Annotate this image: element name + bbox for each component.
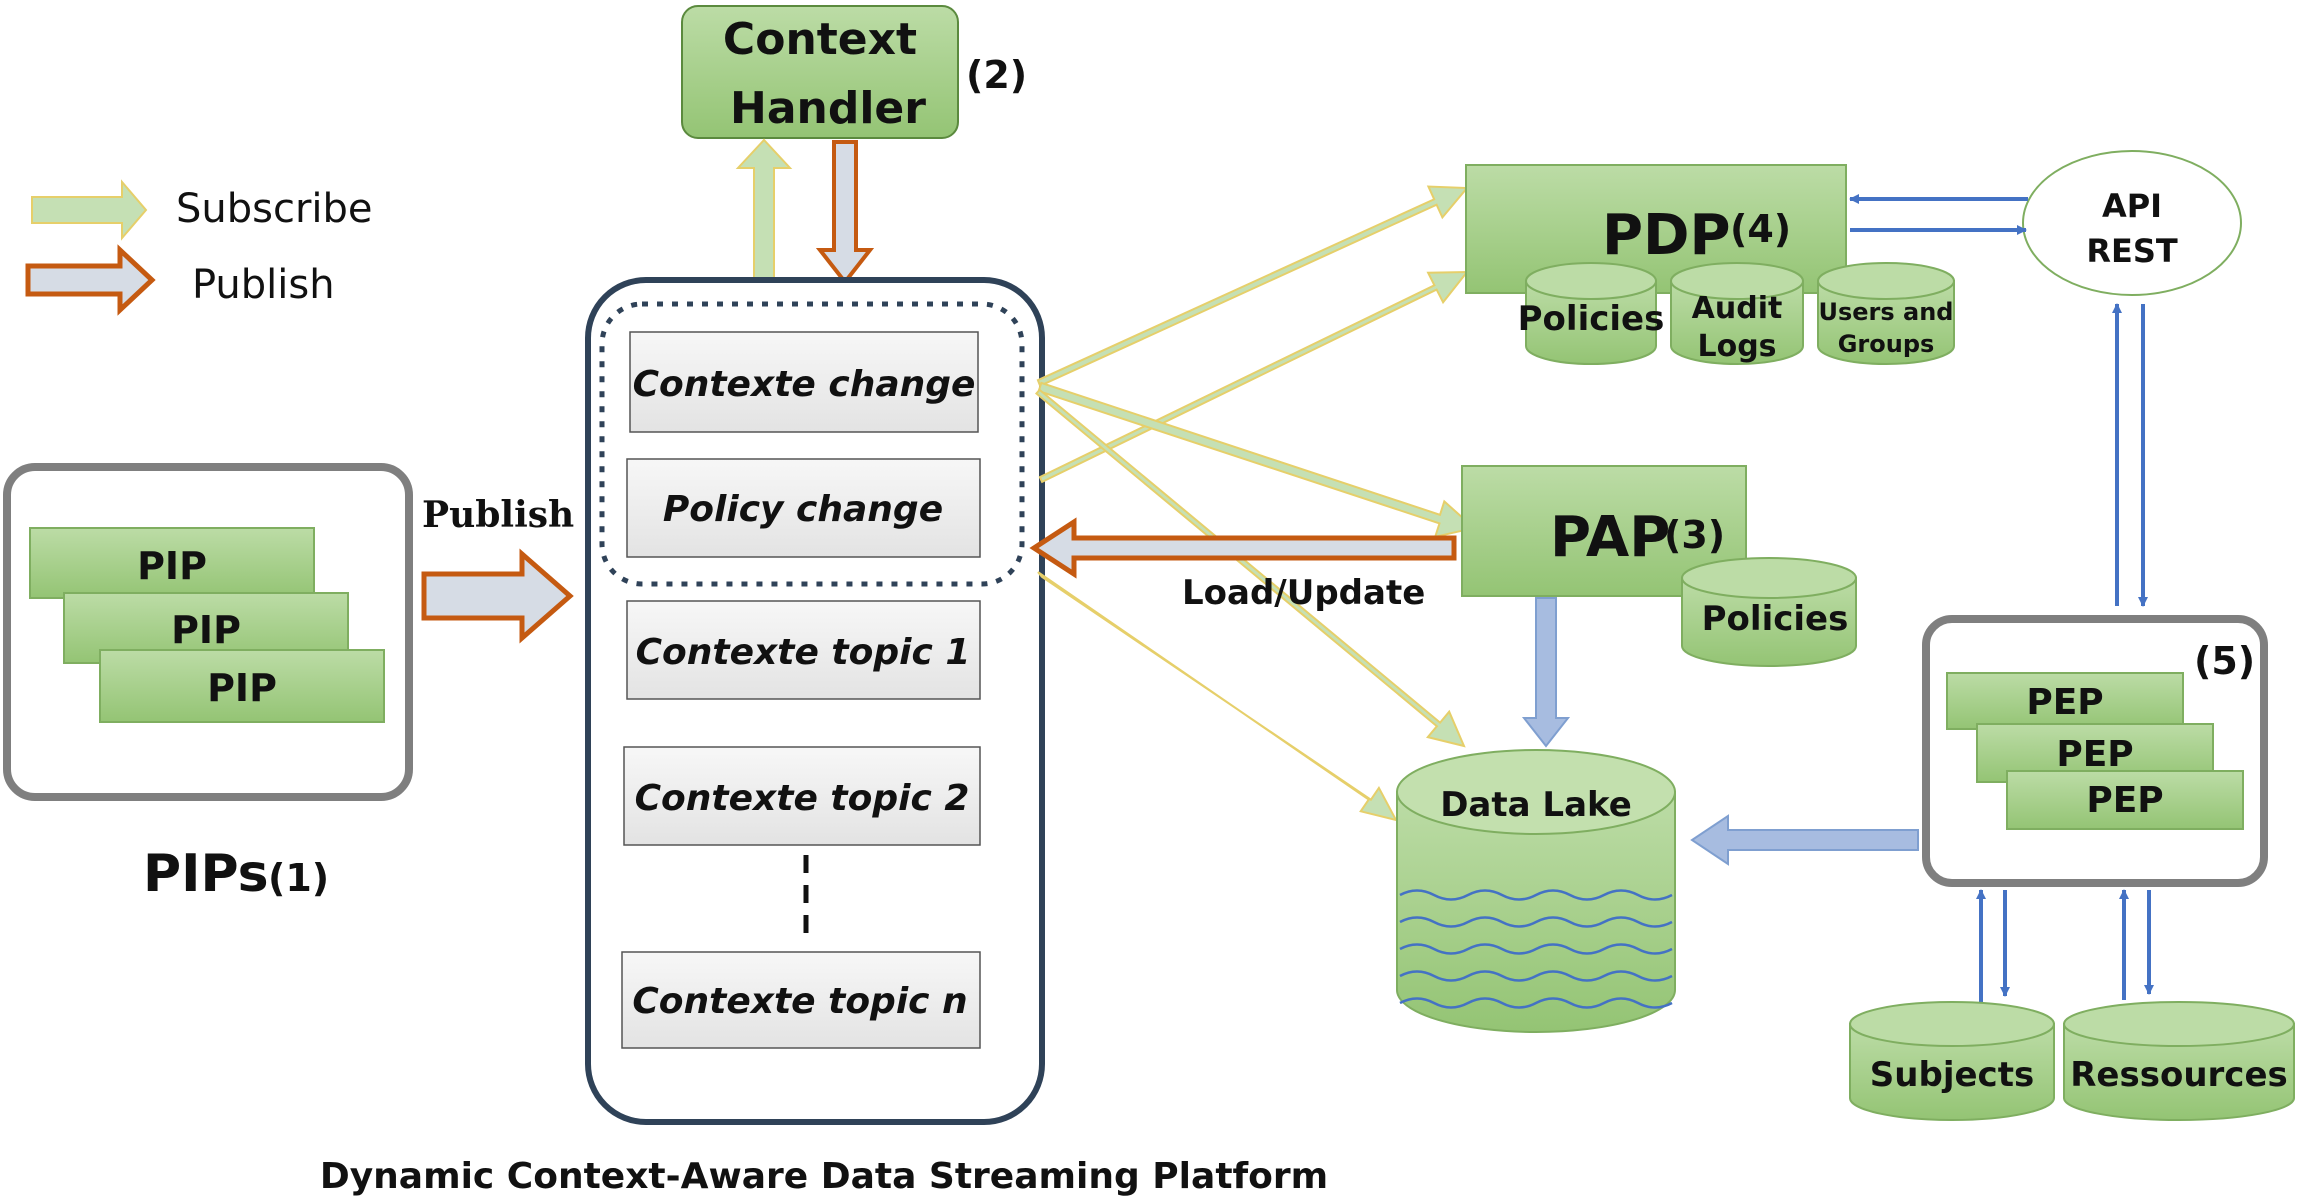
publish-legend-label: Publish: [192, 262, 335, 308]
peps-group: (5) PEP PEP PEP: [1922, 615, 2268, 887]
context-handler-box: [681, 5, 959, 139]
resources-store-top: [2063, 1001, 2295, 1047]
pep-card-1: [1946, 672, 2184, 730]
topic-contexte-topic-n-label: Contexte topic n: [632, 981, 967, 1022]
pip-card-1-label: PIP: [137, 544, 207, 588]
context-handler-title-line2: Handler: [730, 83, 926, 134]
subscribe-arrows-platform: [1034, 185, 1477, 822]
resources-store: [2063, 1023, 2295, 1121]
topic-contexte-change-label: Contexte change: [633, 364, 976, 405]
topic-contexte-topic-1-label: Contexte topic 1: [636, 632, 971, 673]
api-rest-line1: API: [2102, 187, 2162, 225]
subscribe-arrow-contexte-change-to-pdp: [1036, 185, 1470, 388]
pdp-title: PDP: [1602, 203, 1731, 268]
topic-box-contexte-topic-n: [621, 951, 981, 1049]
api-rest: API REST: [2022, 150, 2242, 296]
topic-box-contexte-topic-1: [626, 600, 981, 700]
pips-number: (1): [268, 856, 329, 900]
pdp-users-groups-store-top: [1817, 262, 1955, 300]
pap-policies-label: Policies: [1702, 599, 1849, 639]
data-lake-label: Data Lake: [1440, 785, 1632, 825]
topic-contexte-topic-2-label: Contexte topic 2: [635, 778, 970, 819]
resources-label: Ressources: [2070, 1055, 2288, 1095]
subscribe-arrow-contexte-change-to-data-lake: [1034, 388, 1466, 748]
topic-policy-change-label: Policy change: [663, 489, 943, 530]
pdp-audit-logs-store: [1670, 280, 1804, 365]
context-handler: Context Handler (2): [681, 5, 1027, 139]
context-handler-title-line1: Context: [723, 14, 917, 65]
blue-connectors: [1849, 194, 2154, 1002]
publish-arrow-from-context-handler: [815, 140, 875, 286]
data-lake-waves: [1399, 889, 1673, 1009]
pips-caption: PIPs: [143, 844, 269, 904]
pips-group: PIP PIP PIP PIPs (1): [3, 463, 413, 904]
publish-arrow-pips-to-platform: [421, 548, 574, 644]
pips-publish-label: Publish: [422, 494, 574, 536]
subjects-store-top: [1849, 1001, 2055, 1047]
pdp-audit-label-line1: Audit: [1692, 291, 1783, 326]
pdp-number: (4): [1730, 207, 1791, 251]
pep-card-2-label: PEP: [2056, 734, 2133, 775]
pdp-users-groups-store: [1817, 280, 1955, 365]
peps-number: (5): [2194, 639, 2255, 683]
load-update-label: Load/Update: [1182, 573, 1425, 613]
subscribe-legend-label: Subscribe: [176, 186, 373, 232]
control-topics-group: [599, 301, 1025, 587]
pdp-users-label-line2: Groups: [1838, 330, 1935, 358]
pip-card-2-label: PIP: [171, 608, 241, 652]
pdp-group: PDP (4) Policies Audit Logs Users and Gr…: [1465, 164, 1955, 365]
streaming-platform: Contexte change Policy change Contexte t…: [585, 277, 1045, 1125]
subscribe-arrow-contexte-change-to-pap: [1037, 381, 1477, 539]
subjects-store: [1849, 1023, 2055, 1121]
publish-legend-arrow: [25, 244, 156, 316]
pap-to-data-lake-arrow: [1521, 597, 1571, 748]
topic-box-policy-change: [626, 458, 981, 558]
pap-policies-store-top: [1681, 557, 1857, 599]
context-handler-number: (2): [966, 53, 1027, 97]
data-lake-top: [1396, 749, 1676, 835]
pip-card-3: [99, 649, 385, 723]
api-rest-node: [2022, 150, 2242, 296]
publish-arrow-pap-to-platform: [1029, 517, 1457, 579]
pdp-policies-store: [1525, 280, 1657, 365]
pdp-policies-store-top: [1525, 262, 1657, 300]
data-lake: Data Lake: [1396, 749, 1676, 1033]
legend: Subscribe Publish: [25, 179, 373, 316]
subscribe-arrow-policy-change-to-data-lake: [1037, 571, 1398, 822]
pep-card-1-label: PEP: [2026, 682, 2103, 723]
pep-card-3-label: PEP: [2086, 780, 2163, 821]
pap-group: PAP (3) Policies: [1461, 465, 1857, 667]
pip-card-3-label: PIP: [207, 666, 277, 710]
pdp-users-label-line1: Users and: [1819, 298, 1954, 326]
api-rest-line2: REST: [2086, 232, 2178, 270]
pep-card-3: [2006, 770, 2244, 830]
platform-caption: Dynamic Context-Aware Data Streaming Pla…: [320, 1156, 1328, 1197]
topic-box-contexte-change: [629, 331, 979, 433]
pap-title: PAP: [1550, 505, 1670, 570]
peps-to-data-lake-arrow: [1690, 814, 1919, 866]
pdp-policies-label: Policies: [1518, 299, 1665, 339]
pdp-audit-logs-store-top: [1670, 262, 1804, 300]
subscribe-arrow-to-context-handler: [735, 138, 793, 279]
topic-box-contexte-topic-2: [623, 746, 981, 846]
external-stores: Subjects Ressources: [1849, 1001, 2295, 1121]
subscribe-legend-arrow: [31, 179, 148, 241]
pap-number: (3): [1664, 513, 1725, 557]
subjects-label: Subjects: [1870, 1055, 2034, 1095]
pap-policies-store: [1681, 577, 1857, 667]
pdp-audit-label-line2: Logs: [1697, 329, 1776, 364]
